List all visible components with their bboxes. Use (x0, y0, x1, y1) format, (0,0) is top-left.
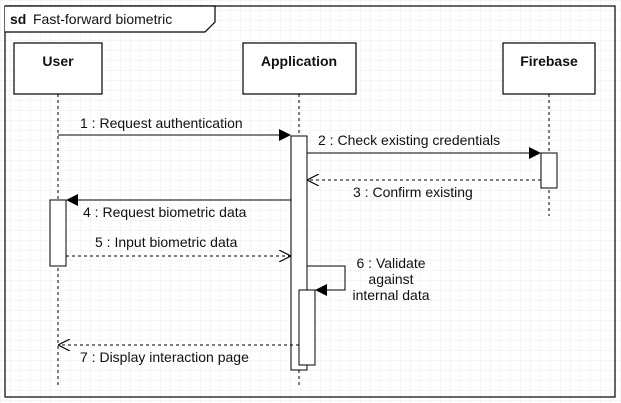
sd-keyword: sd (10, 11, 26, 27)
activation-user (49, 199, 67, 267)
message-2[interactable]: 2 : Check existing credentials (307, 132, 541, 159)
lifeline-firebase-header[interactable] (502, 42, 596, 95)
message-7[interactable]: 7 : Display interaction page (59, 345, 299, 365)
message-6-label-line3: internal data (352, 287, 429, 303)
message-6-label-line2: against (368, 271, 413, 287)
activation-application-nested (298, 289, 316, 366)
message-1[interactable]: 1 : Request authentication (58, 115, 291, 141)
message-7-label: 7 : Display interaction page (80, 349, 249, 365)
lifeline-user-label: User (42, 53, 74, 69)
sd-frame (4, 5, 616, 398)
lifeline-firebase-label: Firebase (520, 53, 578, 69)
message-1-label: 1 : Request authentication (80, 115, 243, 131)
message-6-label-line1: 6 : Validate (356, 255, 425, 271)
message-4[interactable]: 4 : Request biometric data (66, 194, 291, 220)
sd-frame-label-tab (5, 5, 216, 33)
sd-title: Fast-forward biometric (33, 11, 172, 27)
activation-firebase (540, 152, 558, 189)
lifeline-user[interactable]: User (13, 42, 103, 385)
lifeline-application-header[interactable] (242, 42, 357, 95)
message-6-arrow (307, 265, 346, 296)
message-2-label: 2 : Check existing credentials (318, 132, 500, 148)
message-4-label: 4 : Request biometric data (83, 204, 247, 220)
lifeline-firebase[interactable]: Firebase (502, 42, 596, 216)
message-3-label: 3 : Confirm existing (353, 184, 473, 200)
message-5-label: 5 : Input biometric data (95, 234, 238, 250)
message-6[interactable]: 6 : Validate against internal data (307, 255, 430, 303)
message-3[interactable]: 3 : Confirm existing (308, 180, 541, 200)
lifeline-application[interactable]: Application (242, 42, 357, 385)
lifeline-application-label: Application (261, 53, 337, 69)
message-5[interactable]: 5 : Input biometric data (66, 234, 290, 256)
